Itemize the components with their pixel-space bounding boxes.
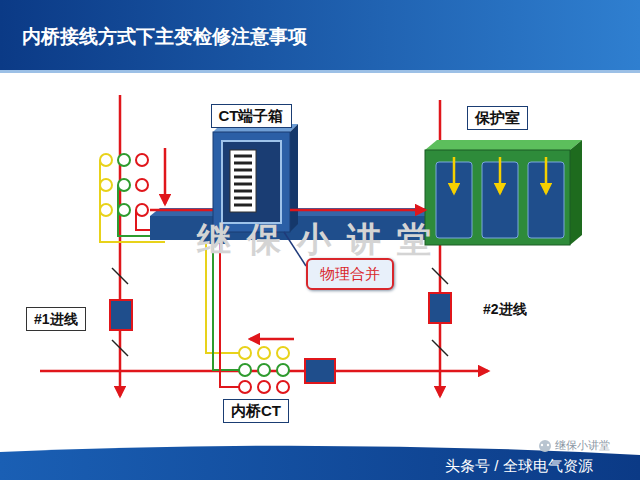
bridge-ct xyxy=(258,347,270,359)
protection-room xyxy=(425,140,582,150)
line-ct-1 xyxy=(118,204,130,216)
node-text: #2进线 xyxy=(483,300,527,318)
incoming-line-1 xyxy=(112,340,128,356)
protection-room xyxy=(454,157,546,193)
ct-terminal-box xyxy=(234,190,252,193)
line-ct-1 xyxy=(136,179,148,191)
ct-terminal-box xyxy=(213,132,290,232)
bridge-ct xyxy=(258,381,270,393)
line-label: #1进线 xyxy=(26,307,86,331)
box-heading: 保护室 xyxy=(467,106,528,130)
terminal-box: CT端子箱 xyxy=(213,132,290,232)
callout-box: 物理合并 xyxy=(306,258,394,290)
incoming-line-2 xyxy=(432,340,448,356)
bridge-ct xyxy=(239,364,251,376)
current-arrow xyxy=(250,339,294,340)
title-bar xyxy=(0,70,640,73)
bridge-ct xyxy=(239,381,251,393)
current-arrow xyxy=(165,148,166,204)
incoming-line-1 xyxy=(119,95,122,396)
bridge-ct xyxy=(258,364,270,376)
wechat-icon xyxy=(541,444,543,446)
incoming-line-2 xyxy=(432,268,448,284)
box-heading: CT端子箱 xyxy=(211,104,292,128)
ct-terminal-box xyxy=(234,162,252,165)
line-ct-1 xyxy=(118,154,130,166)
signal-arrow xyxy=(150,209,222,212)
ct-wiring-bridge xyxy=(220,240,239,387)
line-ct-1 xyxy=(100,179,112,191)
line-label: #2进线 xyxy=(479,298,531,320)
protection-room xyxy=(545,157,548,193)
bridge-ct xyxy=(239,347,251,359)
bridge-ct xyxy=(277,347,289,359)
current-arrow xyxy=(164,148,167,204)
bridge-ct xyxy=(277,381,289,393)
watermark: 继保小讲堂 xyxy=(197,217,447,263)
signal-arrow xyxy=(150,210,222,211)
incoming-line-1 xyxy=(112,268,128,284)
bridge-bus xyxy=(305,359,335,383)
node-text: 内桥CT xyxy=(231,402,281,420)
ct-terminal-box xyxy=(234,156,252,205)
ct-terminal-box xyxy=(213,124,298,232)
incoming-line-2 xyxy=(429,293,451,323)
wechat-icon xyxy=(539,440,551,452)
protection-room xyxy=(453,157,456,193)
protection-room xyxy=(570,140,582,245)
protection-room xyxy=(425,140,582,245)
ct-wiring-bridge xyxy=(213,240,239,370)
title-bar xyxy=(0,0,640,73)
ct-wiring-bridge xyxy=(206,240,239,387)
wechat-icon xyxy=(539,440,551,452)
line-ct-1 xyxy=(136,154,148,166)
line-ct-1 xyxy=(118,179,130,191)
current-arrow xyxy=(250,338,294,341)
protection-room xyxy=(499,157,502,193)
title-bar xyxy=(0,0,640,70)
bridge-ct xyxy=(239,347,289,393)
ct-terminal-box xyxy=(234,204,252,207)
line-ct-1 xyxy=(136,204,148,216)
ct-terminal-box xyxy=(234,197,252,200)
ct-label: 内桥CT xyxy=(223,399,289,423)
ct-terminal-box xyxy=(234,169,252,172)
slide-title: 内桥接线方式下主变检修注意事项 xyxy=(22,24,307,50)
node-text: 物理合并 xyxy=(320,265,380,283)
bridge-bus xyxy=(40,359,488,383)
incoming-line-1 xyxy=(110,300,132,330)
ct-terminal-box xyxy=(230,150,256,212)
line-ct-1 xyxy=(100,154,112,166)
ct-terminal-box xyxy=(234,155,252,158)
incoming-line-1 xyxy=(110,95,132,396)
source-credit: 头条号 / 全球电气资源 xyxy=(445,457,593,476)
ct-terminal-box xyxy=(222,141,281,223)
watermark: 继保小讲堂 xyxy=(555,438,610,453)
signal-arrow xyxy=(290,209,425,212)
line-ct-1 xyxy=(100,154,148,216)
bridge-ct xyxy=(277,364,289,376)
ct-terminal-box xyxy=(290,124,298,232)
node-text: #1进线 xyxy=(34,310,78,328)
ct-terminal-box xyxy=(234,183,252,186)
ct-terminal-box xyxy=(234,176,252,179)
line-ct-1 xyxy=(100,204,112,216)
wechat-icon xyxy=(547,444,549,446)
